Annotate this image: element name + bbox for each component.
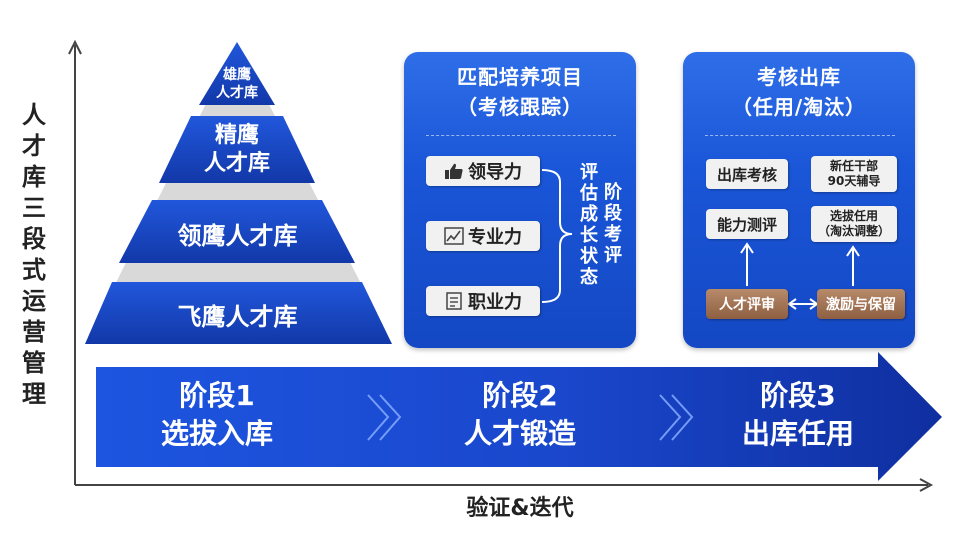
pyramid-shadow: [85, 42, 392, 344]
panel-training-title-2: （考核跟踪）: [457, 95, 583, 119]
box-new-cadre-line1: 新任干部: [829, 159, 878, 173]
stage-3-subtitle: 出库任用: [741, 417, 854, 450]
box-exit-review: 出库考核: [706, 159, 788, 189]
pyramid-tier-4: [85, 282, 392, 344]
vertical-text-growth: 评估成长状态: [580, 162, 598, 288]
stage-arrow-body: [96, 352, 942, 481]
box-new-cadre-line2: 90天辅导: [827, 174, 881, 188]
chip-leadership-label: 领导力: [468, 162, 522, 183]
pyramid-tier-1-label: 雄鹰 人才库: [200, 62, 274, 106]
stage-separators: [367, 394, 694, 441]
stage-2-title: 阶段2: [482, 379, 558, 412]
box-selection: 选拔任用 （淘汰调整）: [811, 206, 897, 242]
tier1-line2: 人才库: [216, 85, 258, 101]
chip-leadership: 领导力: [426, 156, 540, 186]
tier1-line1: 雄鹰: [223, 67, 251, 83]
document-icon: [446, 292, 462, 310]
stage-1-title: 阶段1: [179, 379, 255, 412]
pyramid-tier-2: [159, 116, 315, 183]
box-selection-line1: 选拔任用: [829, 209, 878, 223]
box-talent-review: 人才评审: [706, 289, 788, 319]
line-chart-icon: [444, 227, 464, 245]
y-axis-arrowhead: [68, 39, 82, 55]
pyramid-tier-2-label: 精鹰 人才库: [175, 118, 299, 182]
y-axis-label: 人才库三段式运营管理: [22, 101, 46, 408]
x-axis-label: 验证&迭代: [466, 496, 574, 521]
pyramid-tier-3-label: 领鹰人才库: [177, 221, 298, 250]
panel-training-divider: [426, 135, 616, 136]
box-ability-test: 能力测评: [706, 209, 788, 239]
panel-exit-divider: [705, 135, 895, 136]
vertical-text-stage-eval: 阶段考评: [604, 182, 622, 266]
panel-exit-title-1: 考核出库: [757, 65, 841, 89]
pyramid-tier-3: [119, 200, 355, 263]
chip-professional-label: 专业力: [468, 227, 522, 248]
separator-chevron-2: [379, 394, 402, 441]
separator-chevron-3: [659, 394, 682, 441]
box-new-cadre: 新任干部 90天辅导: [811, 156, 897, 192]
chip-career: 职业力: [426, 286, 540, 316]
pyramid-tier-1: [199, 42, 275, 105]
stage-1: 阶段1 选拔入库: [107, 377, 327, 453]
stage-3: 阶段3 出库任用: [688, 377, 908, 453]
panel-training-title-1: 匹配培养项目: [457, 65, 583, 89]
panel-training: 匹配培养项目 （考核跟踪） 领导力 专业力 职业力 评估成长状态 阶段考评: [404, 52, 636, 348]
pyramid-tier-4-label: 飞鹰人才库: [177, 302, 298, 331]
box-selection-line2: （淘汰调整）: [817, 224, 890, 238]
chip-career-label: 职业力: [468, 292, 522, 313]
panel-exit-title-2: （任用/淘汰）: [731, 95, 867, 119]
stage-2-subtitle: 人才锻造: [463, 417, 576, 450]
stage-1-subtitle: 选拔入库: [160, 417, 273, 450]
chip-professional: 专业力: [426, 221, 540, 251]
panel-exit: 考核出库 （任用/淘汰） 出库考核 新任干部 90天辅导 能力测评 选拔任用 （…: [683, 52, 915, 348]
separator-chevron-1: [367, 394, 390, 441]
tier2-line2: 人才库: [203, 151, 270, 176]
stage-3-title: 阶段3: [760, 379, 836, 412]
panel-training-bracket: [541, 169, 573, 303]
panel-exit-arrows: [740, 242, 860, 310]
stage-2: 阶段2 人才锻造: [410, 377, 630, 453]
tier2-line1: 精鹰: [214, 123, 259, 148]
x-axis-arrowhead: [919, 478, 934, 492]
box-incentive: 激励与保留: [817, 289, 905, 319]
separator-chevron-4: [671, 394, 694, 441]
thumbs-up-icon: [445, 163, 463, 179]
